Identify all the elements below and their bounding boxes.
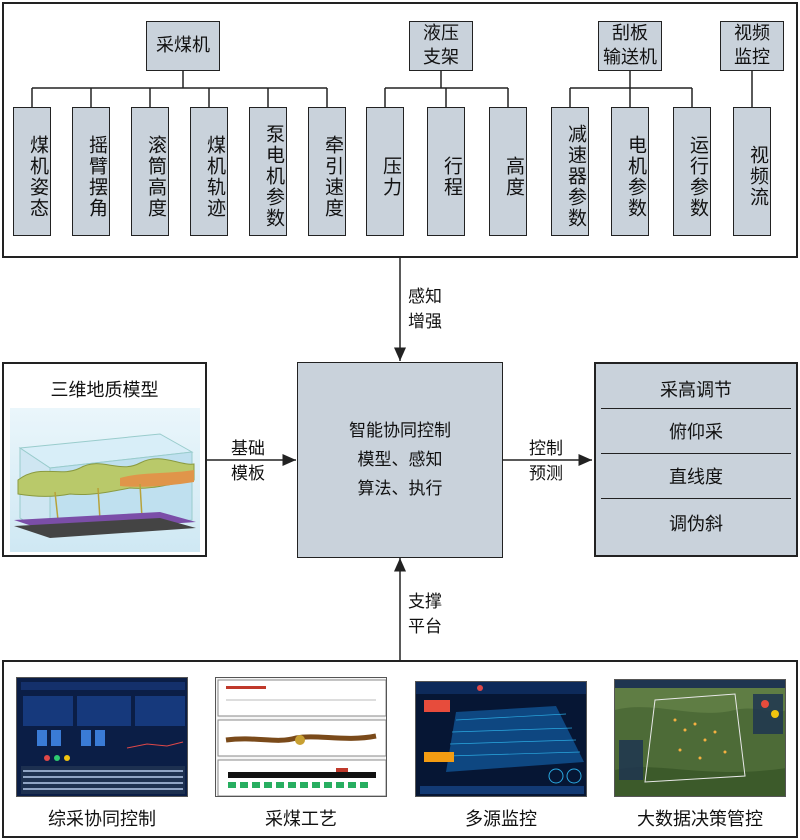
caption-mining-process: 采煤工艺 <box>265 809 337 830</box>
outcome-mining-height: 采高调节 <box>601 369 791 409</box>
caption-bigdata-decision: 大数据决策管控 <box>637 809 763 830</box>
leaf-pressure: 压力 <box>366 107 404 236</box>
leaf-motor-params: 电机参数 <box>611 107 649 236</box>
thumb-coordinated-control <box>16 677 188 797</box>
core-line-3: 算法、执行 <box>357 478 443 499</box>
leaf-operation-params: 运行参数 <box>673 107 711 236</box>
outcome-straightness: 直线度 <box>601 454 791 499</box>
leaf-shearer-track: 煤机轨迹 <box>190 107 228 236</box>
geology-model-panel: 三维地质模型 <box>2 362 207 557</box>
group-title-scraper-conveyor: 刮板 输送机 <box>598 21 662 71</box>
core-line-1: 智能协同控制 <box>349 420 451 441</box>
label-perception-enhance: 感知 增强 <box>408 285 452 337</box>
leaf-drum-height: 滚筒高度 <box>131 107 169 236</box>
caption-multisource-monitor: 多源监控 <box>465 809 537 830</box>
thumb-bigdata-decision <box>614 679 786 797</box>
leaf-height: 高度 <box>489 107 527 236</box>
leaf-reducer-params: 减速器参数 <box>551 107 589 236</box>
thumb-multisource-monitor <box>415 681 587 797</box>
leaf-shearer-posture: 煤机姿态 <box>13 107 51 236</box>
leaf-rocker-angle: 摇臂摆角 <box>72 107 110 236</box>
group-title-video-monitor: 视频 监控 <box>720 21 784 71</box>
control-outcomes-panel: 采高调节 俯仰采 直线度 调伪斜 <box>594 362 798 557</box>
group-title-shearer: 采煤机 <box>146 21 220 71</box>
leaf-stroke: 行程 <box>427 107 465 236</box>
label-control-predict: 控制 预测 <box>529 439 563 484</box>
leaf-pump-motor-params: 泵电机参数 <box>249 107 287 236</box>
label-base-template: 基础 模板 <box>231 439 265 484</box>
label-support-platform: 支撑 平台 <box>408 590 452 642</box>
core-line-2: 模型、感知 <box>357 449 443 470</box>
geology-model-image <box>10 408 200 552</box>
leaf-video-stream: 视频流 <box>733 107 771 236</box>
outcome-pseudo-inclination: 调伪斜 <box>669 514 723 535</box>
geology-model-title: 三维地质模型 <box>50 380 159 401</box>
caption-coordinated-control: 综采协同控制 <box>48 809 156 830</box>
leaf-haulage-speed: 牵引速度 <box>308 107 346 236</box>
thumb-mining-process <box>215 677 387 797</box>
intelligent-control-core: 智能协同控制 模型、感知 算法、执行 <box>297 362 503 558</box>
outcome-pitch-mining: 俯仰采 <box>601 409 791 454</box>
group-title-hydraulic-support: 液压 支架 <box>409 21 473 71</box>
